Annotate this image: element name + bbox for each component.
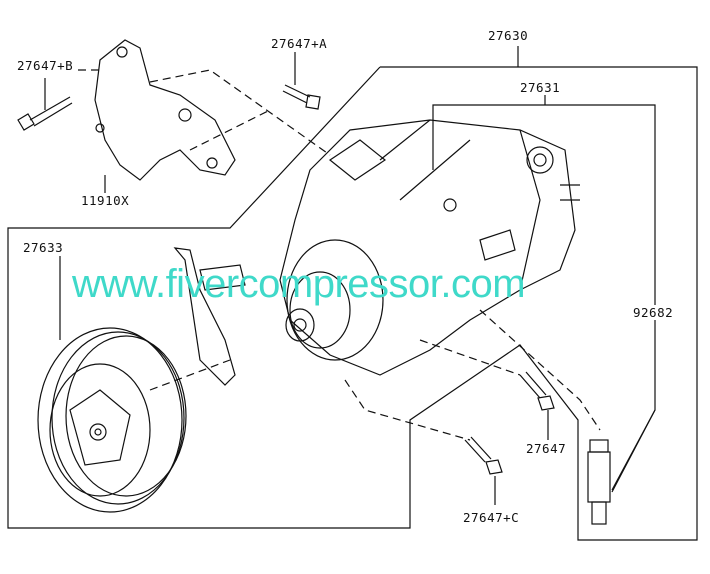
label-clutch: 27633 — [22, 240, 65, 255]
label-sensor: 92682 — [632, 305, 675, 320]
wire-drawing — [173, 247, 236, 386]
watermark: www.fivercompressor.com — [72, 262, 526, 306]
bracket-drawing — [94, 39, 236, 195]
pulley-drawing — [37, 256, 231, 513]
label-bolt-c: 27647+C — [462, 510, 521, 525]
label-main-assembly: 27630 — [487, 28, 530, 43]
label-bolt-b: 27647+B — [16, 58, 75, 73]
label-compressor: 27631 — [519, 80, 562, 95]
compressor-drawing — [279, 119, 580, 376]
label-bracket: 11910X — [80, 193, 131, 208]
sensor-drawing — [479, 309, 656, 525]
bolt-drawing — [519, 371, 555, 440]
label-bolt: 27647 — [525, 441, 568, 456]
assembly-frame — [7, 66, 698, 541]
bolt-b-drawing — [17, 78, 73, 131]
label-bolt-a: 27647+A — [270, 36, 329, 51]
bolt-c-drawing — [464, 436, 503, 505]
bolt-a-drawing — [282, 52, 321, 110]
